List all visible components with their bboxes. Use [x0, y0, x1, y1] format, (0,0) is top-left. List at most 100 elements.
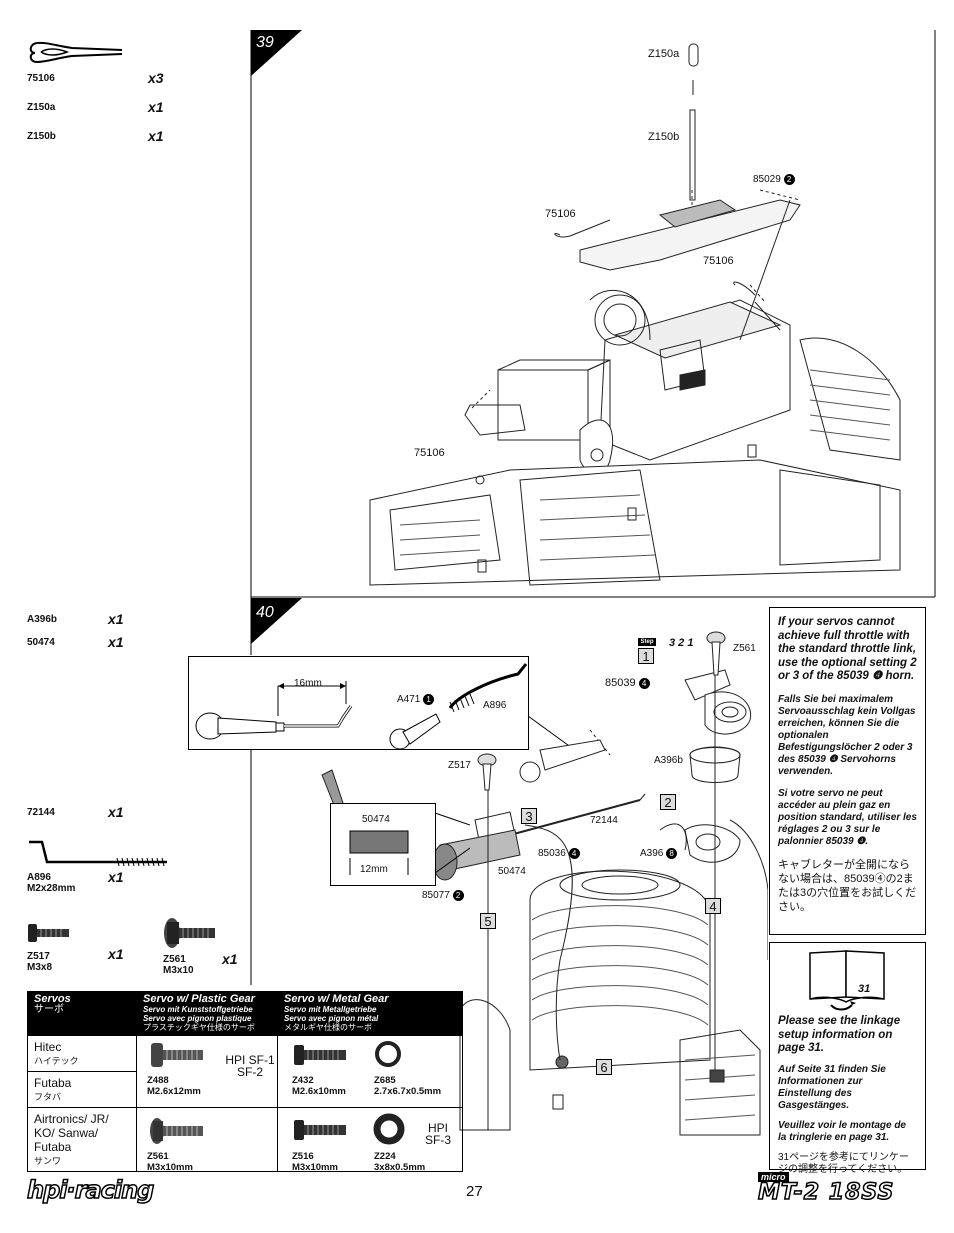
qty-z150a: x1 — [148, 99, 164, 115]
note1-fr: Si votre servo ne peut accéder au plein … — [778, 787, 917, 847]
step39-number: 39 — [256, 34, 274, 51]
part-code-72144: 72144 — [27, 807, 55, 818]
servo-table: Servos サーボ Servo w/ Plastic Gear Servo m… — [27, 991, 463, 1173]
horn-hpi-sf3: HPI SF-3 — [424, 1121, 451, 1147]
label-a896: A896 — [483, 700, 507, 711]
inset-50474-box — [330, 803, 470, 886]
note1-en: If your servos cannot achieve full throt… — [778, 616, 917, 682]
servo-brand-airtronics: Airtronics/ JR/ KO/ Sanwa/ Futaba サンワ — [27, 1107, 137, 1172]
label-16mm: 16mm — [294, 678, 322, 689]
label-85077: 85077 2 — [422, 890, 464, 901]
hpi-racing-logo: hpi·racing — [26, 1175, 155, 1205]
part-code-z150a: Z150a — [27, 102, 56, 113]
qty-z150b: x1 — [148, 128, 164, 144]
screw-z517-icon — [28, 924, 69, 942]
step-tag: Step — [638, 638, 656, 646]
pin-z150b — [689, 109, 696, 201]
step-2: 2 — [660, 794, 676, 810]
label-a396: A396 8 — [640, 848, 678, 859]
qty-a396b: x1 — [108, 611, 124, 627]
part-code-z150b: Z150b — [27, 131, 56, 142]
part-code-50474: 50474 — [27, 637, 55, 648]
step39-diagram — [369, 43, 901, 586]
label-a471: A471 1 — [397, 694, 435, 705]
label-z561-step40: Z561 — [733, 643, 756, 654]
note2-de: Auf Seite 31 finden Sie Informationen zu… — [778, 1063, 886, 1111]
qty-a896: x1 — [108, 869, 124, 885]
manual-page-ref: 31 — [858, 983, 871, 995]
servo-brand-hitec: Hitec ハイテック — [27, 1035, 137, 1072]
label-clip-3: 75106 — [414, 447, 445, 459]
step40-number: 40 — [256, 604, 274, 621]
servo-cover — [579, 199, 801, 271]
pin-z150a — [688, 43, 699, 67]
note2-en: Please see the linkage setup information… — [778, 1015, 901, 1054]
threaded-rod-icon — [29, 840, 167, 867]
part-code-a396b: A396b — [27, 614, 58, 625]
screw-z488-icon — [151, 1043, 203, 1067]
label-z150a: Z150a — [648, 48, 680, 60]
step-4: 4 — [705, 898, 721, 914]
label-50474-box: 50474 — [362, 814, 390, 825]
qty-75106: x3 — [148, 70, 164, 86]
part-code-75106: 75106 — [27, 73, 55, 84]
screw-z561-icon — [164, 918, 215, 948]
label-clip-1: 75106 — [545, 208, 576, 220]
washer-z685-icon — [375, 1041, 401, 1067]
qty-z561: x1 — [222, 951, 238, 967]
screw-z432-icon — [294, 1045, 346, 1065]
label-72144: 72144 — [590, 815, 618, 826]
page-number: 27 — [466, 1183, 483, 1200]
step-5: 5 — [480, 913, 496, 929]
note2-fr: Veuillez voir le montage de la tringleri… — [778, 1119, 906, 1143]
label-50474: 50474 — [498, 866, 526, 877]
screw-z561-table-icon — [150, 1118, 203, 1144]
qty-50474: x1 — [108, 634, 124, 650]
label-12mm: 12mm — [360, 864, 388, 875]
label-85036: 85036 4 — [538, 848, 580, 859]
horn-hpi-sf1-sf2: HPI SF-1 SF-2 — [225, 1053, 275, 1079]
servo-brand-futaba: Futaba フタバ — [27, 1071, 137, 1108]
model-logo: MT-2 18SS — [757, 1179, 895, 1206]
model-logo-micro: micro — [758, 1172, 789, 1182]
screw-z516-icon — [294, 1120, 346, 1140]
body-clip-icon — [29, 41, 123, 64]
label-85029: 85029 2 — [753, 174, 795, 185]
qty-72144: x1 — [108, 804, 124, 820]
note1-de: Falls Sie bei maximalem Servoausschlag k… — [778, 693, 916, 777]
step39-banner — [251, 30, 302, 76]
label-holes: 3 2 1 — [669, 637, 694, 649]
servo-table-header-plastic: Servo w/ Plastic Gear Servo mit Kunststo… — [136, 991, 278, 1036]
label-z517-step40: Z517 — [448, 760, 471, 771]
label-a396b-step40: A396b — [654, 755, 683, 766]
note-throttle-setting: If your servos cannot achieve full throt… — [769, 607, 926, 935]
label-z150b: Z150b — [648, 131, 680, 143]
label-clip-2: 75106 — [703, 255, 734, 267]
qty-z517: x1 — [108, 946, 124, 962]
servo-table-header-servos: Servos サーボ — [27, 991, 137, 1036]
inset-rod-diagram — [188, 656, 584, 757]
note2-jp: 31ページを参考にてリンケージの調整を行ってください。 — [778, 1151, 909, 1175]
step40-banner — [251, 598, 302, 644]
note1-jp: キャブレターが全開にならない場合は、85039④の2または3の穴位置をお試しくだ… — [778, 858, 917, 913]
step-1: 1 — [638, 648, 654, 664]
step-3: 3 — [521, 808, 537, 824]
washer-z224-icon — [373, 1113, 405, 1145]
manual-book-icon — [809, 950, 885, 1011]
step-6: 6 — [596, 1059, 612, 1075]
step40-diagram — [321, 631, 768, 1136]
label-85039: 85039 4 — [605, 677, 650, 689]
